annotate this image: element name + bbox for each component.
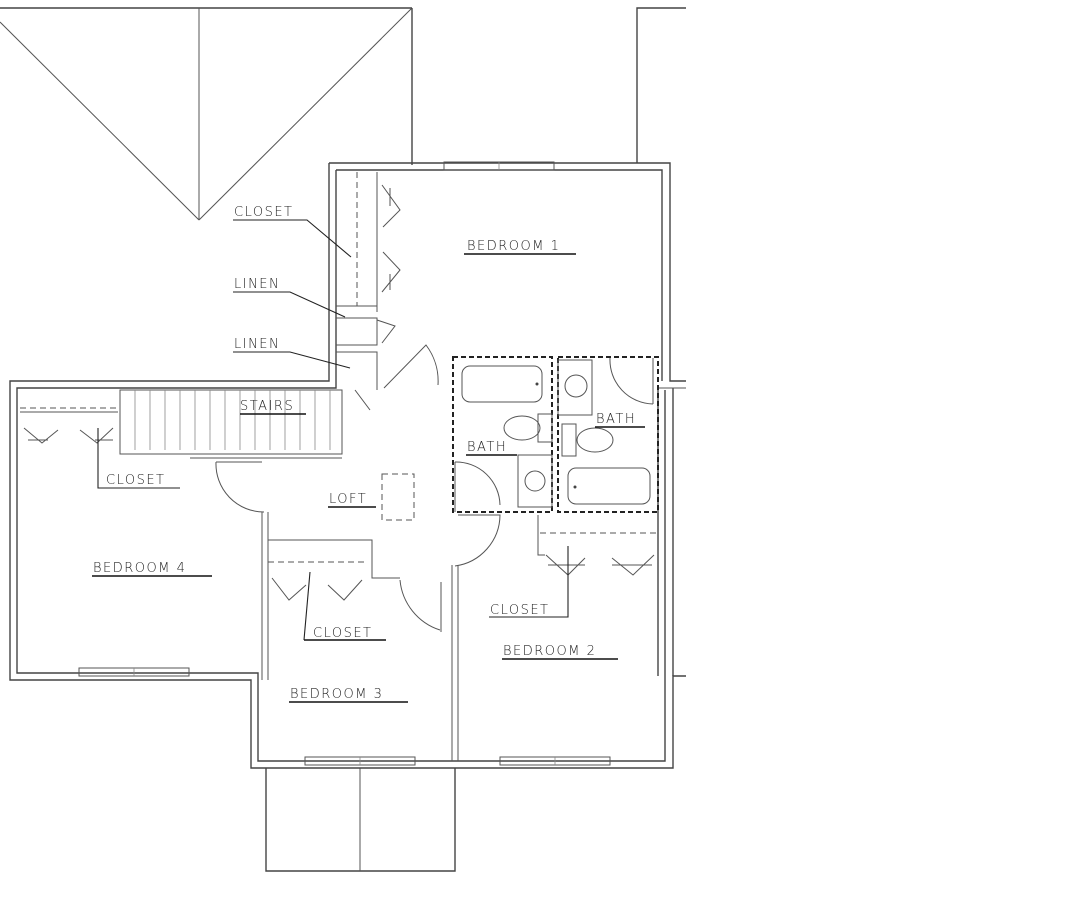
exterior-walls bbox=[9, 162, 686, 769]
bedroom3-closet bbox=[268, 539, 459, 761]
label-loft: LOFT bbox=[329, 492, 367, 507]
label-bath-right: BATH bbox=[596, 412, 636, 427]
room-labels: BEDROOM 1 STAIRS LOFT BATH BATH BEDROOM … bbox=[92, 239, 645, 703]
roof-outline bbox=[0, 7, 413, 221]
bathrooms bbox=[452, 356, 659, 567]
label-closet-bed3: CLOSET bbox=[313, 626, 373, 641]
porch-roof bbox=[265, 768, 456, 872]
label-bedroom2: BEDROOM 2 bbox=[503, 644, 596, 659]
roof-outline-right bbox=[636, 7, 686, 163]
stairs bbox=[119, 389, 343, 459]
label-bath-left: BATH bbox=[467, 440, 507, 455]
label-bedroom4: BEDROOM 4 bbox=[93, 561, 186, 576]
bedroom4-closet bbox=[20, 407, 269, 680]
label-closet-top: CLOSET bbox=[234, 205, 294, 220]
windows bbox=[78, 161, 611, 766]
label-linen-lower: LINEN bbox=[234, 337, 280, 352]
label-closet-bed4: CLOSET bbox=[106, 473, 166, 488]
label-linen-upper: LINEN bbox=[234, 277, 280, 292]
callout-leaders bbox=[233, 219, 352, 369]
label-bedroom1: BEDROOM 1 bbox=[467, 239, 560, 254]
callout-labels: CLOSET LINEN LINEN CLOSET CLOSET CLOSET bbox=[106, 205, 550, 641]
label-stairs: STAIRS bbox=[240, 399, 294, 414]
label-bedroom3: BEDROOM 3 bbox=[290, 687, 383, 702]
bedroom2-closet bbox=[489, 515, 656, 618]
attic-hatch bbox=[381, 473, 415, 521]
label-closet-bed2: CLOSET bbox=[490, 603, 550, 618]
bedroom1-closet bbox=[336, 172, 439, 411]
